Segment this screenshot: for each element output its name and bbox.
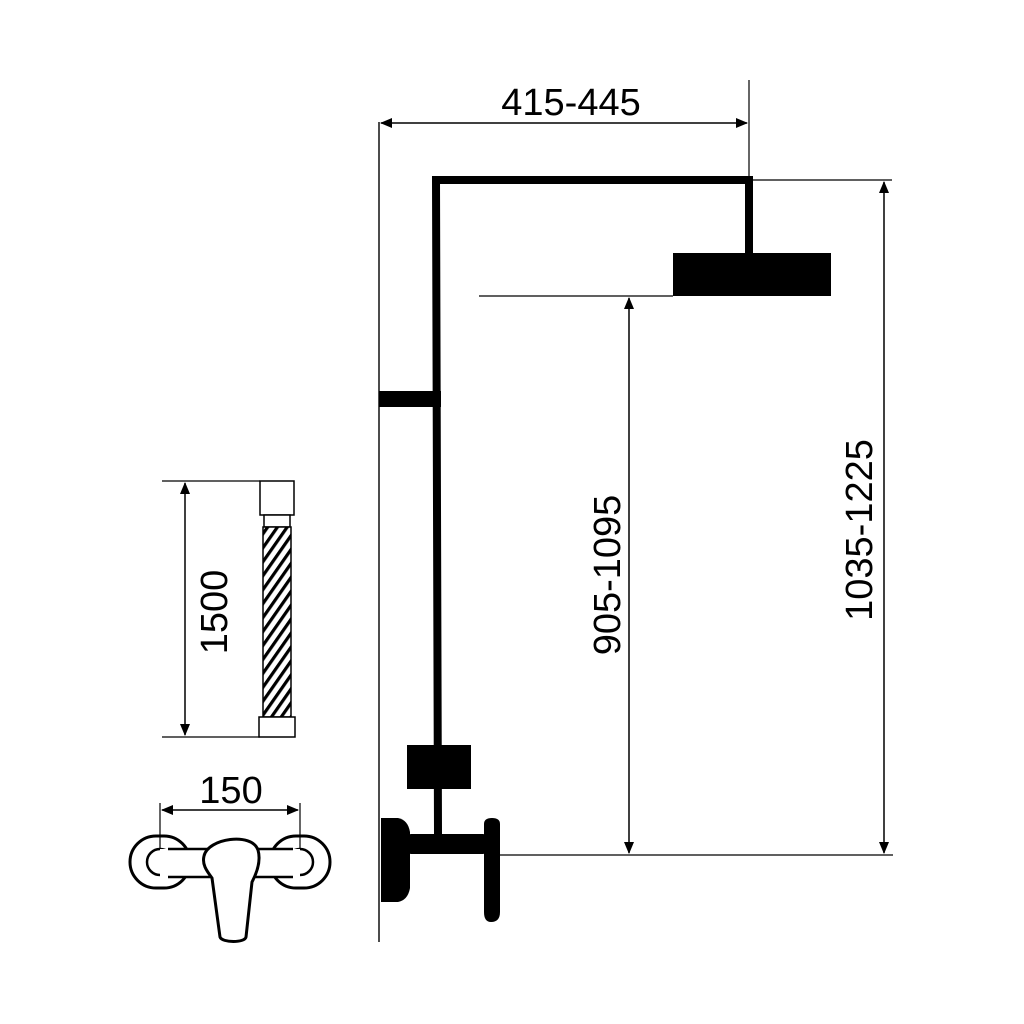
- dimension-total-height: 1035-1225: [839, 181, 889, 854]
- dimension-head-height: 905-1095: [587, 297, 634, 854]
- mixer-front-view: [128, 834, 332, 943]
- shower-hose: [258, 480, 296, 738]
- mixer-side-view: [381, 818, 500, 922]
- arm-reach-label: 415-445: [501, 82, 640, 124]
- dimension-arm-reach: 415-445: [380, 82, 748, 128]
- hose-length-label: 1500: [194, 570, 236, 655]
- head-height-label: 905-1095: [587, 495, 629, 656]
- shower-column: [378, 122, 831, 942]
- hose-extension-lines: [162, 480, 260, 738]
- mixer-spacing-label: 150: [199, 770, 262, 812]
- hose-top-fitting: [259, 480, 295, 516]
- total-height-label: 1035-1225: [839, 439, 881, 621]
- hose-bottom-fitting: [258, 716, 296, 738]
- hose-braided-body: [262, 526, 292, 718]
- diverter-block: [407, 745, 471, 789]
- wall-bracket: [379, 391, 441, 407]
- extension-lines: [479, 80, 893, 856]
- mixer-lever-handle: [202, 837, 261, 943]
- dimension-hose-length: 1500: [180, 482, 236, 736]
- riser-and-arm-pipe: [431, 176, 753, 835]
- rain-shower-head: [673, 253, 831, 296]
- dimension-mixer-spacing: 150: [161, 770, 299, 815]
- mixer-extension-lines: [159, 803, 301, 848]
